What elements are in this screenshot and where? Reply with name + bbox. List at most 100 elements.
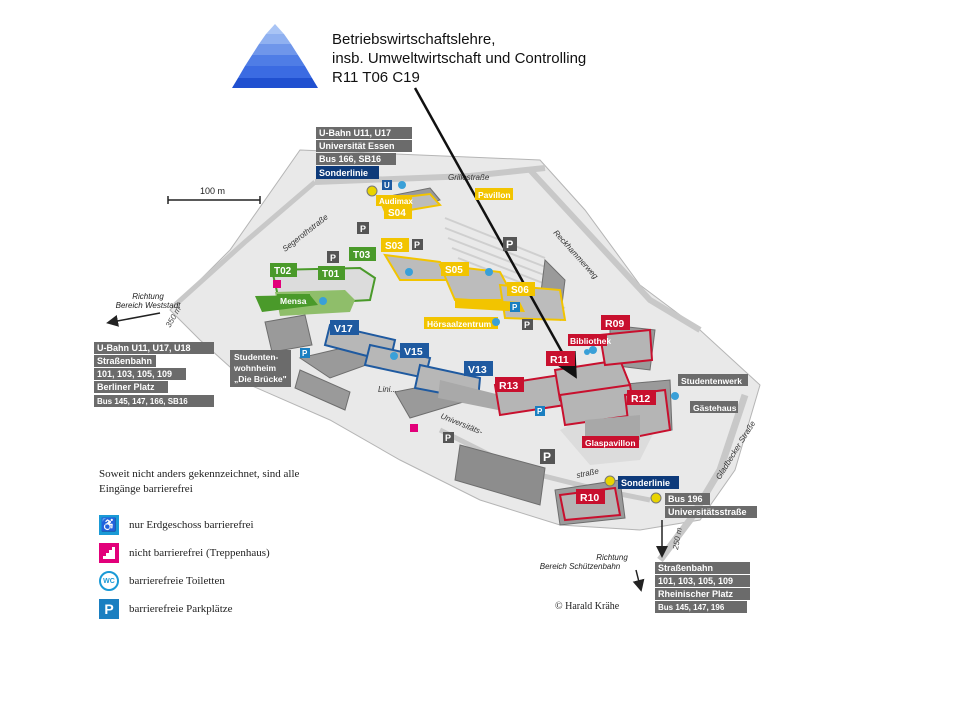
legend-label-parking: barrierefreie Parkplätze	[129, 603, 233, 615]
bus196-line2: Universitätsstraße	[668, 507, 747, 517]
transit-se-line2: 101, 103, 105, 109	[658, 576, 733, 586]
street-linie: Lini...	[378, 385, 397, 394]
legend-label-stairs: nicht barrierefrei (Treppenhaus)	[129, 547, 270, 559]
parking-icon: P	[357, 222, 369, 234]
wc-icon	[319, 181, 679, 400]
legend-row-wc: WC barrierefreie Toiletten	[99, 567, 339, 595]
legend: Soweit nicht anders gekennzeichnet, sind…	[99, 467, 339, 623]
svg-text:P: P	[330, 253, 336, 263]
direction-south-line2: Bereich Schützenbahn	[540, 562, 621, 571]
transit-se-line3: Rheinischer Platz	[658, 589, 734, 599]
label-v17: V17	[334, 323, 353, 335]
header-text: Betriebswirtschaftslehre, insb. Umweltwi…	[332, 30, 586, 87]
parking-icon: P	[503, 237, 517, 251]
direction-west: Richtung Bereich Weststadt 350 m	[106, 292, 183, 329]
transit-west-line5: Bus 145, 147, 166, SB16	[97, 397, 188, 406]
legend-label-wheelchair: nur Erdgeschoss barrierefrei	[129, 519, 254, 531]
header-line-1: Betriebswirtschaftslehre,	[332, 31, 496, 48]
bus196-line1: Bus 196	[668, 494, 703, 504]
wc-icon: WC	[99, 571, 119, 591]
label-s03: S03	[385, 241, 403, 252]
pointer-arrow	[413, 87, 577, 379]
transit-se-line4: Bus 145, 147, 196	[658, 603, 725, 612]
label-bibliothek: Bibliothek	[570, 336, 611, 346]
transit-north-line1: U-Bahn U11, U17	[319, 128, 391, 138]
direction-south-dist: 250 m	[671, 527, 684, 552]
svg-text:P: P	[414, 240, 420, 250]
parking-icon: P	[535, 406, 545, 416]
transit-box-north: U-Bahn U11, U17 Universität Essen Bus 16…	[316, 127, 412, 179]
header-line-2: insb. Umweltwirtschaft und Controlling	[332, 50, 587, 67]
svg-text:U: U	[384, 181, 390, 190]
label-hoersaal: Hörsaalzentrum	[427, 319, 492, 329]
labels-gray: Studenten- wohnheim „Die Brücke" Student…	[230, 350, 748, 413]
label-audimax: Audimax	[379, 197, 413, 206]
legend-row-parking: P barrierefreie Parkplätze	[99, 595, 339, 623]
svg-text:P: P	[302, 349, 308, 358]
legend-row-wheelchair: ♿ nur Erdgeschoss barrierefrei	[99, 511, 339, 539]
label-s06: S06	[511, 285, 529, 296]
svg-text:P: P	[360, 224, 366, 234]
label-s04: S04	[388, 208, 406, 219]
svg-text:P: P	[537, 407, 543, 416]
label-pavillon: Pavillon	[478, 190, 511, 200]
wheelchair-icon: ♿	[99, 515, 119, 535]
transit-box-west: U-Bahn U11, U17, U18 Straßenbahn 101, 10…	[94, 342, 214, 407]
label-r12: R12	[631, 393, 650, 405]
direction-south-line1: Richtung	[596, 553, 628, 562]
map-icons: P P P P P P P P P P U	[273, 180, 679, 504]
transit-west-line4: Berliner Platz	[97, 382, 155, 392]
transit-west-line1: U-Bahn U11, U17, U18	[97, 343, 191, 353]
copyright: © Harald Krähe	[555, 601, 620, 612]
labels-s: Audimax S04 Pavillon S03 S05 S06 Hörsaal…	[376, 188, 535, 329]
label-glaspavillon: Glaspavillon	[585, 438, 636, 448]
parking-icon: P	[522, 319, 533, 330]
label-s05: S05	[445, 265, 463, 276]
legend-note: Soweit nicht anders gekennzeichnet, sind…	[99, 468, 300, 495]
label-t03: T03	[353, 250, 371, 261]
parking-icon: P	[510, 302, 520, 312]
parking-icon: P	[443, 432, 454, 443]
parking-icon: P	[300, 348, 310, 358]
parking-icon: P	[540, 449, 555, 464]
transit-north-line2: Universität Essen	[319, 141, 395, 151]
sonderlinie-south-label: Sonderlinie	[621, 478, 670, 488]
svg-text:P: P	[512, 303, 518, 312]
sonderlinie-south	[618, 476, 679, 489]
labels-r: R09 Bibliothek R11 R13 R12 Glaspavillon …	[495, 315, 656, 504]
parking-icon: P	[327, 251, 339, 263]
direction-west-line2: Bereich Weststadt	[116, 301, 182, 310]
label-t01: T01	[322, 269, 340, 280]
ubahn-icon: U	[382, 180, 392, 190]
stairs-icon	[99, 543, 119, 563]
label-wohnheim-1: Studenten-	[234, 352, 279, 362]
scale-bar: 100 m	[167, 186, 261, 204]
svg-text:P: P	[445, 433, 451, 443]
transit-north-special: Sonderlinie	[319, 168, 368, 178]
svg-text:P: P	[524, 320, 530, 330]
transit-west-line3: 101, 103, 105, 109	[97, 369, 172, 379]
transit-box-bus196: Bus 196 Universitätsstraße	[665, 493, 757, 518]
label-wohnheim-2: wohnheim	[233, 363, 276, 373]
direction-west-line1: Richtung	[132, 292, 164, 301]
parking-icon: P	[99, 599, 119, 619]
parking-icon: P	[412, 239, 423, 250]
label-mensa: Mensa	[280, 296, 307, 306]
label-r10: R10	[580, 492, 599, 504]
label-r09: R09	[605, 318, 624, 330]
transit-box-southeast: Straßenbahn 101, 103, 105, 109 Rheinisch…	[655, 562, 750, 613]
label-gaestehaus: Gästehaus	[693, 403, 737, 413]
label-v15: V15	[404, 346, 423, 358]
header-line-3: R11 T06 C19	[332, 69, 420, 86]
svg-text:P: P	[543, 450, 551, 464]
bus-stop-icon	[366, 185, 662, 504]
legend-row-stairs: nicht barrierefrei (Treppenhaus)	[99, 539, 339, 567]
label-studentenwerk: Studentenwerk	[681, 376, 742, 386]
pyramid-logo	[232, 24, 318, 88]
labels-t: T02 T01 T03 Mensa	[270, 247, 376, 306]
label-v13: V13	[468, 364, 487, 376]
label-t02: T02	[274, 266, 292, 277]
scale-label: 100 m	[200, 186, 225, 196]
label-r13: R13	[499, 380, 518, 392]
